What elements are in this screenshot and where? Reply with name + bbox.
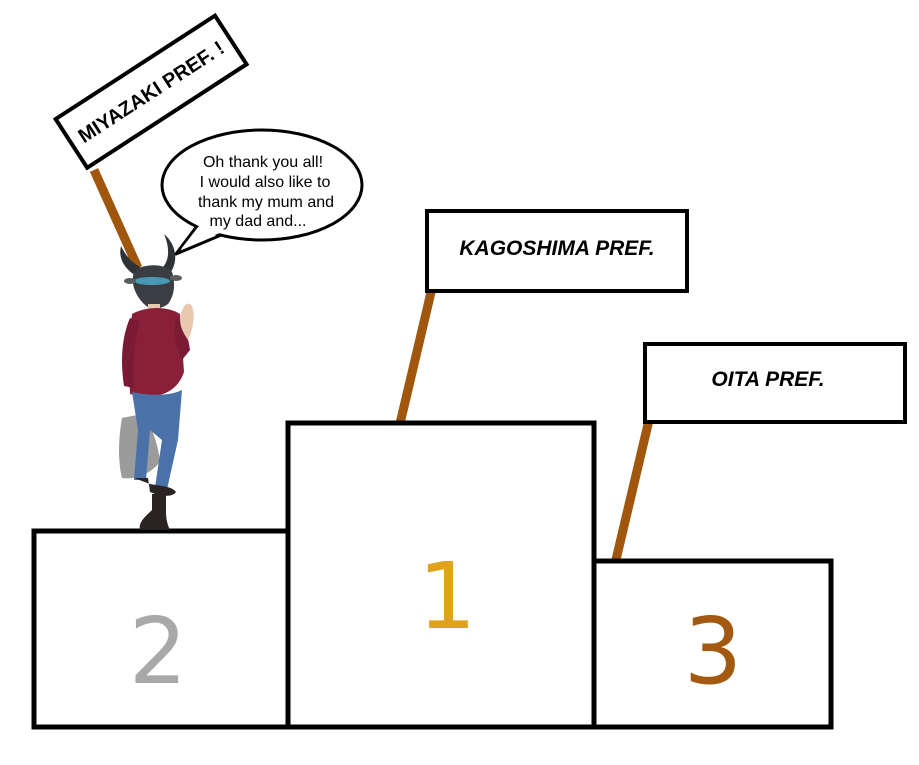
speech-bubble-line-2: I would also like to [200,174,331,191]
bull-mask-person [119,234,194,530]
miyazaki-sign-pole [89,168,143,270]
bull-mask-eyes [134,277,170,285]
podium-second-place: 2 [31,528,291,730]
oita-sign-label: OITA PREF. [711,368,824,391]
jeans [132,390,182,494]
bull-ear-left [124,278,136,284]
bull-mask [132,265,175,309]
raised-hand [180,303,194,340]
podium-third-number: 3 [684,598,743,705]
shoe-right [139,494,170,530]
kagoshima-sign: KAGOSHIMA PREF. [425,209,689,293]
oita-sign: OITA PREF. [643,342,907,424]
bull-ear-right [170,275,182,281]
speech-bubble: Oh thank you all! I would also like to t… [160,128,364,256]
speech-bubble-line-4: my dad and... [210,213,307,230]
oita-sign-pole [610,418,654,566]
bull-horn-right [160,234,176,276]
podium-second-number: 2 [129,598,188,705]
kagoshima-sign-label: KAGOSHIMA PREF. [459,237,654,260]
podium-first-place: 1 [285,420,597,730]
sweater [128,308,184,397]
podium-third-place: 3 [591,558,834,730]
kagoshima-sign-pole [393,286,437,434]
shoe-left [134,478,176,496]
podium-first-number: 1 [418,543,477,650]
speech-bubble-line-3: thank my mum and [198,194,334,211]
speech-bubble-line-1: Oh thank you all! [203,154,323,171]
